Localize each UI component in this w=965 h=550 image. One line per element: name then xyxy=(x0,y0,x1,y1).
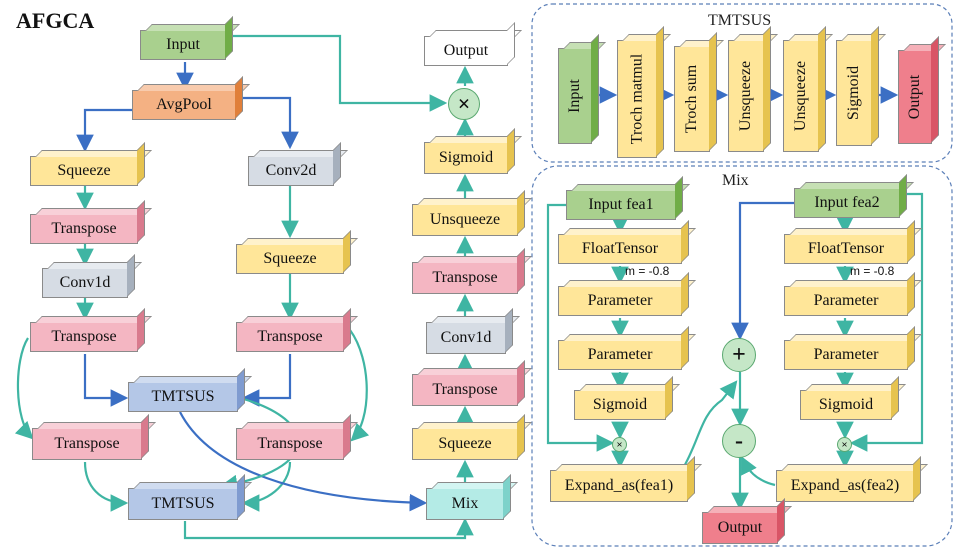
transpose-left-3-node: Transpose xyxy=(32,428,142,460)
tmtsus-unsqueeze-1-node: Unsqueeze xyxy=(728,40,764,152)
conv1d-right-node: Conv1d xyxy=(426,322,506,354)
mix-m-note-left: m = -0.8 xyxy=(625,264,670,278)
mix-minus-icon: - xyxy=(722,424,756,458)
squeeze-mid-node: Squeeze xyxy=(236,244,344,274)
transpose-right-1-node: Transpose xyxy=(412,374,518,406)
mix-parameter-right-2-node: Parameter xyxy=(784,340,908,370)
tmtsus-unsqueeze-2-node: Unsqueeze xyxy=(783,40,819,152)
mix-input-fea1-node: Input fea1 xyxy=(566,190,676,220)
transpose-left-1-node: Transpose xyxy=(30,214,138,244)
mix-node: Mix xyxy=(426,488,504,520)
transpose-mid-2-node: Transpose xyxy=(236,428,344,460)
tmtsus-panel-label: TMTSUS xyxy=(708,12,772,29)
mix-times-left-icon: × xyxy=(612,437,627,452)
tmtsus-matmul-node: Troch matmul xyxy=(617,40,657,158)
mix-output-node: Output xyxy=(702,512,778,544)
mix-input-fea2-node: Input fea2 xyxy=(794,188,900,218)
mix-panel-border xyxy=(531,165,953,547)
mix-expand-fea2-node: Expand_as(fea2) xyxy=(776,470,914,502)
tmtsus-bottom-node: TMTSUS xyxy=(128,488,238,520)
mix-parameter-left-1-node: Parameter xyxy=(558,286,682,316)
mix-sigmoid-right-node: Sigmoid xyxy=(800,390,892,420)
mix-expand-fea1-node: Expand_as(fea1) xyxy=(550,470,688,502)
input-node: Input xyxy=(140,30,226,60)
transpose-mid-1-node: Transpose xyxy=(236,322,344,352)
mix-floattensor-right-node: FloatTensor xyxy=(784,234,908,264)
mix-times-right-icon: × xyxy=(837,437,852,452)
avgpool-node: AvgPool xyxy=(132,90,236,120)
tmtsus-panel-border xyxy=(531,3,953,163)
mix-panel-label: Mix xyxy=(722,172,749,189)
diagram-title: AFGCA xyxy=(16,8,95,33)
conv1d-left-node: Conv1d xyxy=(42,268,128,298)
tmtsus-output-node: Output xyxy=(898,50,932,144)
multiply-icon: × xyxy=(448,88,480,120)
transpose-left-2-node: Transpose xyxy=(30,322,138,352)
output-node: Output xyxy=(424,36,508,66)
mix-parameter-right-1-node: Parameter xyxy=(784,286,908,316)
tmtsus-input-node: Input xyxy=(558,48,592,144)
mix-m-note-right: m = -0.8 xyxy=(850,264,895,278)
squeeze-right-node: Squeeze xyxy=(412,428,518,460)
conv2d-node: Conv2d xyxy=(248,156,334,186)
unsqueeze-right-node: Unsqueeze xyxy=(412,204,518,236)
mix-sigmoid-left-node: Sigmoid xyxy=(574,390,666,420)
tmtsus-sigmoid-node: Sigmoid xyxy=(836,40,872,146)
mix-plus-icon: + xyxy=(722,338,756,372)
mix-floattensor-left-node: FloatTensor xyxy=(558,234,682,264)
tmtsus-top-node: TMTSUS xyxy=(128,382,238,412)
squeeze-left-node: Squeeze xyxy=(30,156,138,186)
transpose-right-2-node: Transpose xyxy=(412,262,518,294)
sigmoid-right-node: Sigmoid xyxy=(424,142,508,174)
mix-parameter-left-2-node: Parameter xyxy=(558,340,682,370)
tmtsus-sum-node: Troch sum xyxy=(674,46,710,152)
